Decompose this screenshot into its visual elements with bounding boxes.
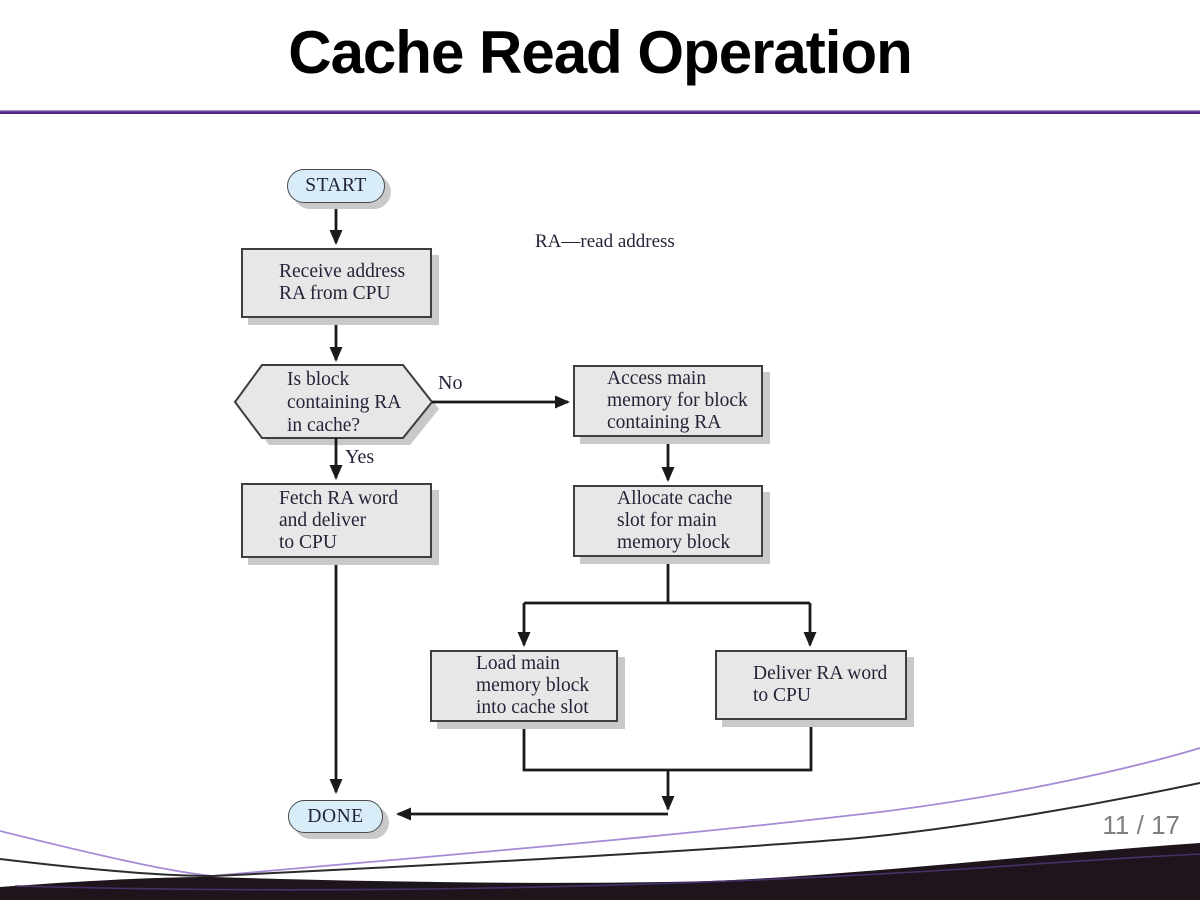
node-deliver-ra-word: Deliver RA word to CPU bbox=[715, 650, 907, 720]
node-done: DONE bbox=[288, 800, 383, 833]
node-load-memory-block: Load main memory block into cache slot bbox=[430, 650, 618, 722]
node-access-main-memory: Access main memory for block containing … bbox=[573, 365, 763, 437]
page-number: 11 / 17 bbox=[1102, 810, 1180, 840]
flow-arrows bbox=[329, 203, 817, 821]
edge-label-no: No bbox=[438, 372, 463, 394]
node-fetch-ra-word: Fetch RA word and deliver to CPU bbox=[241, 483, 432, 558]
node-decision-in-cache: Is block containing RA in cache? bbox=[287, 368, 402, 436]
footer-swoosh bbox=[0, 747, 1200, 900]
node-allocate-cache-slot: Allocate cache slot for main memory bloc… bbox=[573, 485, 763, 557]
page-title: Cache Read Operation bbox=[288, 19, 913, 86]
node-start: START bbox=[287, 169, 385, 203]
node-receive-address: Receive address RA from CPU bbox=[241, 248, 432, 318]
decision-hexagon-shape bbox=[233, 364, 439, 445]
diagram-annotation: RA—read address bbox=[535, 231, 675, 252]
edge-label-yes: Yes bbox=[345, 446, 375, 468]
title-rule bbox=[0, 110, 1200, 114]
